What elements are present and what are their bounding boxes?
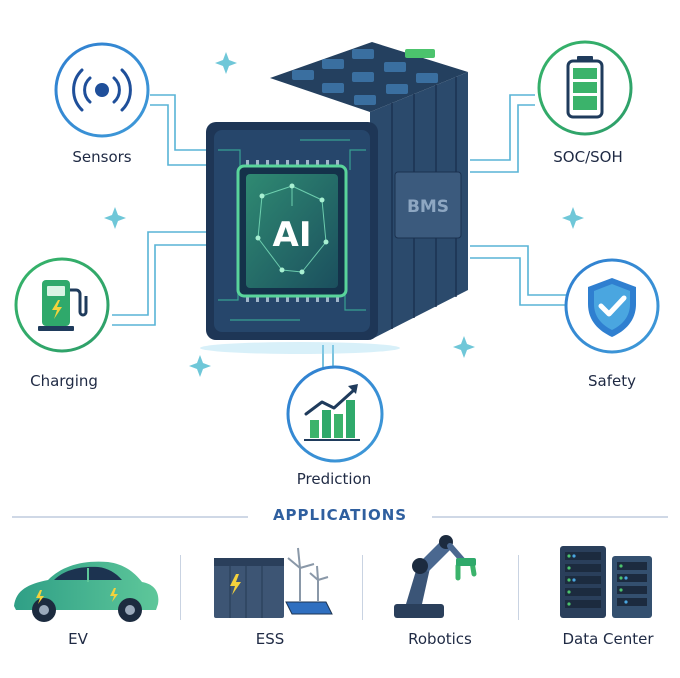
pack-label: BMS xyxy=(407,197,449,217)
soc-node xyxy=(537,40,633,136)
sensors-node xyxy=(54,42,150,138)
applications-divider-left xyxy=(12,516,248,518)
shield-check-icon xyxy=(588,278,636,337)
robot-arm-icon xyxy=(394,535,477,618)
server-rack-icon xyxy=(560,546,652,618)
app-label-ev: EV xyxy=(68,630,88,648)
connector-lines xyxy=(112,94,566,372)
safety-node xyxy=(564,258,660,354)
signal-icon xyxy=(72,68,132,112)
app-label-robotics: Robotics xyxy=(408,630,472,648)
soc-soh-label: SOC/SOH xyxy=(553,148,623,166)
safety-label: Safety xyxy=(588,372,636,390)
app-separator xyxy=(518,555,519,620)
app-separator xyxy=(362,555,363,620)
applications-divider-right xyxy=(432,516,668,518)
battery-icon xyxy=(566,56,604,119)
battery-pack xyxy=(200,42,468,354)
prediction-label: Prediction xyxy=(296,470,372,488)
prediction-node xyxy=(286,365,384,463)
app-label-ess: ESS xyxy=(255,630,285,648)
car-icon xyxy=(14,561,159,622)
trend-chart-icon xyxy=(304,384,360,441)
app-label-data-center: Data Center xyxy=(562,630,654,648)
sensors-label: Sensors xyxy=(72,148,132,166)
charging-label: Charging xyxy=(30,372,98,390)
app-separator xyxy=(180,555,181,620)
charging-node xyxy=(14,257,110,353)
charger-icon xyxy=(38,280,88,331)
applications-title: APPLICATIONS xyxy=(272,506,408,524)
energy-storage-icon xyxy=(214,547,333,618)
chip-label: AI xyxy=(273,215,312,255)
sparkle-decorations xyxy=(104,52,584,377)
